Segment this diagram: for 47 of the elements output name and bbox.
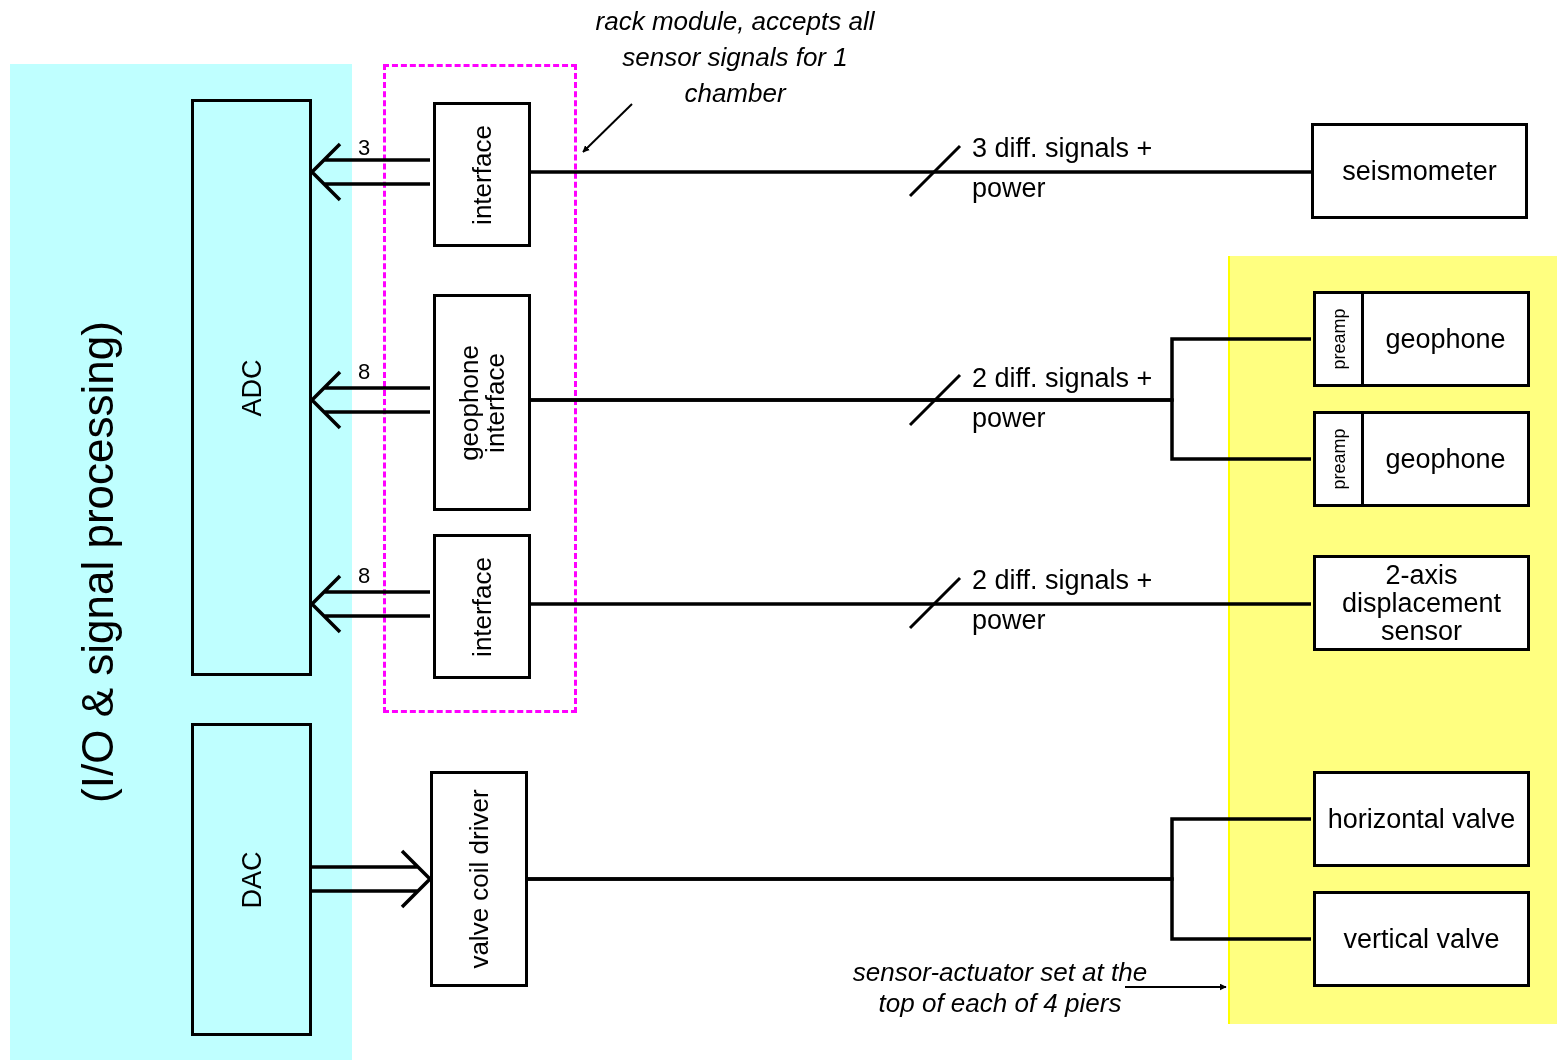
- interface-box: [433, 102, 531, 247]
- edge-label: 8: [356, 358, 372, 386]
- signal-line: [528, 398, 1311, 461]
- box-label: interface: [469, 556, 495, 657]
- box-label: geophone: [1385, 442, 1506, 476]
- box-label: preamp: [1327, 308, 1350, 370]
- interface-box: [433, 534, 531, 679]
- box-label: DAC: [235, 851, 268, 908]
- box-label: vertical valve: [1343, 925, 1500, 953]
- sensor-set-panel: [1228, 256, 1557, 1024]
- processor-panel: [10, 64, 352, 1060]
- box-label: geophone: [1385, 322, 1506, 356]
- rack-module-outline: [383, 64, 577, 713]
- callout-text: sensor-actuator set at the top of each of 4 piers: [851, 957, 1149, 1019]
- bus-arrow: [309, 574, 432, 634]
- edge-label: 2 diff. signals + power: [972, 362, 1154, 435]
- edge-label: 2 diff. signals + power: [972, 564, 1154, 637]
- driver-box: [430, 771, 528, 987]
- adc-box: [191, 99, 312, 676]
- edge-label: 3: [356, 134, 372, 162]
- arrow: [1124, 983, 1227, 991]
- bus-arrow: [309, 142, 432, 202]
- box-label: preamp: [1327, 428, 1350, 490]
- box-label: seismometer: [1342, 156, 1497, 186]
- valve-box: [1313, 771, 1530, 867]
- callout-text: rack module, accepts all sensor signals for 1 chamber: [594, 5, 876, 110]
- interface-box: [433, 294, 531, 511]
- arrow: [582, 103, 633, 153]
- geophone-box: [1313, 291, 1530, 387]
- sensor-box: [1311, 123, 1528, 219]
- box-label: interface: [469, 124, 495, 225]
- signal-line: [528, 877, 1311, 941]
- geophone-box: [1313, 411, 1530, 507]
- edge-label: 3 diff. signals + power: [972, 132, 1154, 205]
- box-label: 2-axis displacement sensor: [1340, 561, 1503, 645]
- panel-title: (I/O & signal processing): [72, 321, 123, 803]
- box-label: horizontal valve: [1327, 805, 1516, 833]
- sensor-box: [1313, 555, 1530, 651]
- box-label: geophone interface: [456, 343, 508, 463]
- valve-box: [1313, 891, 1530, 987]
- dac-box: [191, 723, 312, 1036]
- signal-line: [528, 170, 1311, 174]
- bus-arrow: [309, 370, 432, 430]
- box-label: ADC: [235, 359, 268, 416]
- edge-label: 8: [356, 562, 372, 590]
- box-label: valve coil driver: [466, 789, 492, 969]
- signal-line: [528, 602, 1311, 606]
